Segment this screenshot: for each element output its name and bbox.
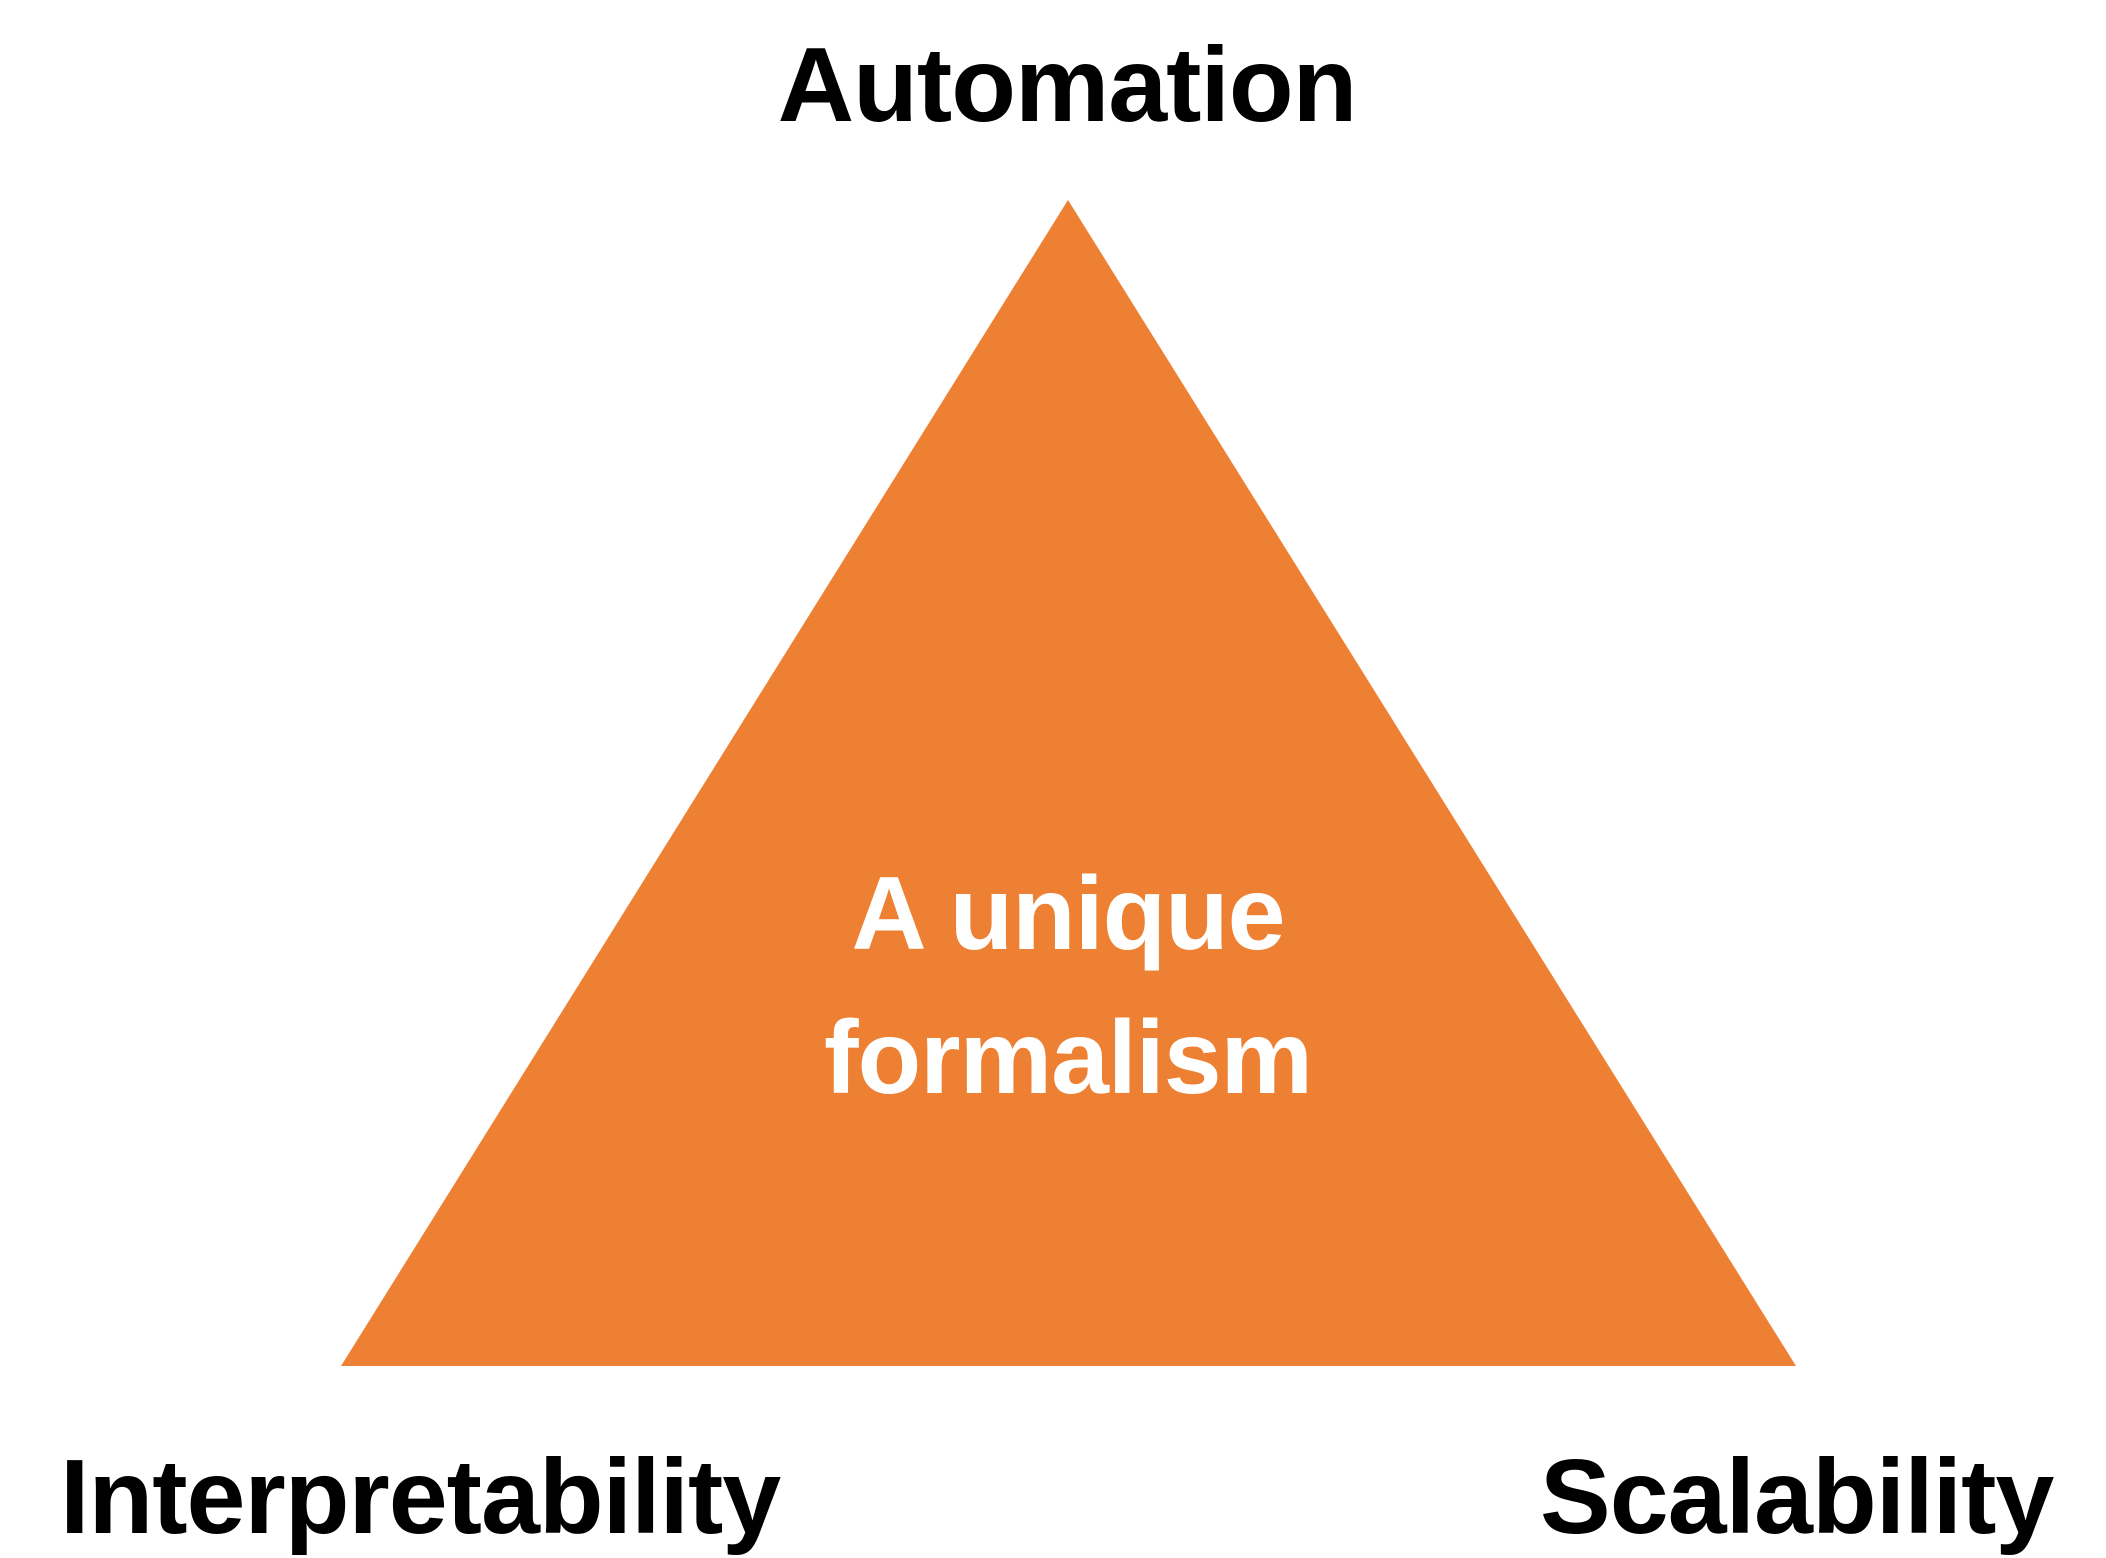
center-text-line-2: formalism (823, 1000, 1313, 1116)
triangle-center-text: A unique formalism (718, 842, 1418, 1130)
center-text-line-1: A unique (851, 856, 1286, 972)
vertex-label-interpretability: Interpretability (60, 1438, 781, 1556)
central-triangle (341, 200, 1796, 1366)
vertex-label-automation: Automation (777, 26, 1358, 144)
vertex-label-scalability: Scalability (1540, 1438, 2054, 1556)
